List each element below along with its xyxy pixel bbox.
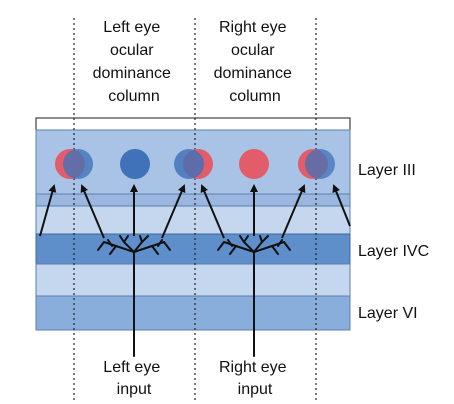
left-column-label: Left eye ocular dominance column bbox=[93, 19, 176, 105]
right-eye-axon bbox=[217, 235, 291, 357]
cell-binocular-2 bbox=[174, 149, 213, 179]
arrow-edge-right bbox=[332, 184, 351, 227]
arrow-right-1 bbox=[200, 184, 225, 239]
cell-binocular-3 bbox=[298, 149, 335, 179]
left-eye-axon bbox=[97, 235, 171, 357]
layer-thin-band-1 bbox=[35, 193, 351, 207]
right-input-label: Right eye input bbox=[219, 359, 291, 398]
right-column-label: Right eye ocular dominance column bbox=[214, 19, 297, 105]
layer-vi-band bbox=[35, 295, 351, 331]
projection-arrows bbox=[39, 184, 351, 239]
arrow-right-3 bbox=[281, 184, 306, 239]
layer-ivc-label: Layer IVC bbox=[358, 243, 429, 260]
arrow-left-1 bbox=[80, 184, 105, 239]
layer-iii-cells bbox=[55, 149, 335, 179]
layer-thin-band-2 bbox=[35, 205, 351, 235]
cell-right-eye bbox=[239, 149, 269, 179]
arrow-left-3 bbox=[161, 184, 186, 239]
layer-between-band bbox=[35, 263, 351, 297]
layer-top-white bbox=[35, 117, 351, 131]
column-boundaries bbox=[73, 18, 317, 400]
arrow-edge-left bbox=[39, 184, 57, 237]
layer-ivc-band bbox=[35, 233, 351, 265]
left-input-label: Left eye input bbox=[103, 359, 164, 398]
layer-vi-label: Layer VI bbox=[358, 305, 418, 322]
cell-binocular-1 bbox=[55, 149, 93, 179]
cell-left-eye bbox=[120, 149, 150, 179]
layer-iii-label: Layer III bbox=[358, 162, 416, 179]
